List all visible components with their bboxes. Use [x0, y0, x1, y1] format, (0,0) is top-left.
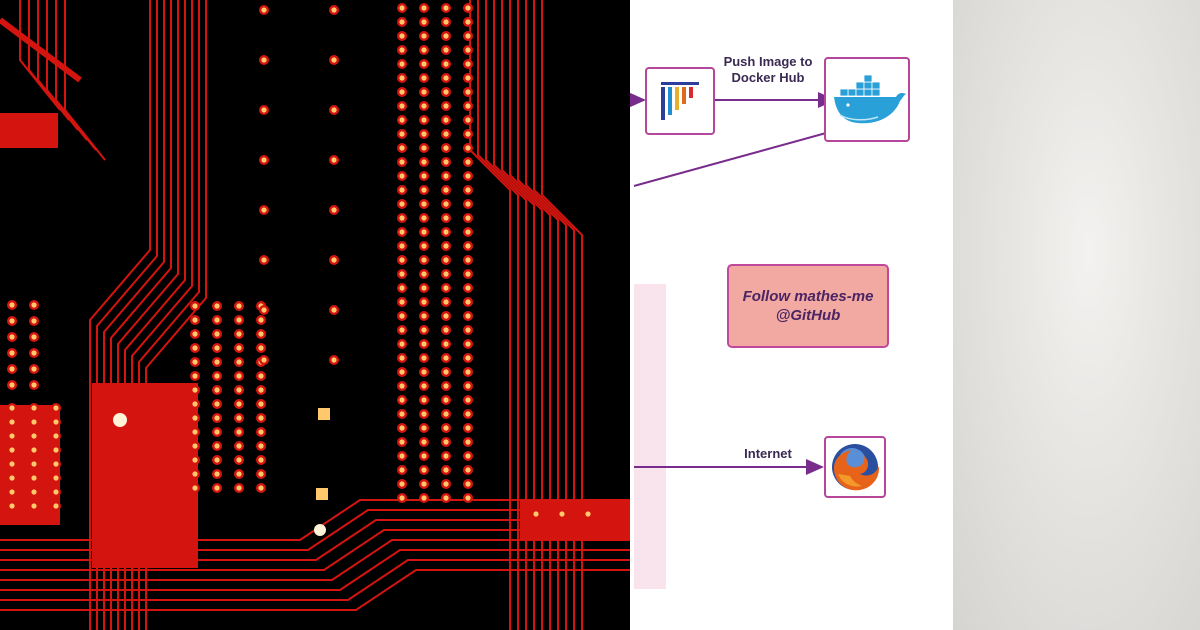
firefox-icon [832, 444, 880, 491]
docker-whale-icon [834, 74, 906, 124]
circuit-board-art [0, 0, 630, 630]
circuit-board-photo [0, 0, 630, 630]
blurred-backdrop [953, 0, 1200, 630]
dockerhub-box [824, 57, 910, 142]
side-strip [634, 284, 666, 589]
internet-label: Internet [744, 446, 792, 461]
push-image-label: Push Image to Docker Hub [723, 54, 813, 85]
follow-text: Follow mathes-me @GitHub [742, 288, 874, 324]
follow-github-note: Follow mathes-me @GitHub [727, 264, 889, 348]
architecture-diagram: Push Image to Docker Hub Follow mathes-m… [630, 0, 953, 630]
container-registry-icon [661, 82, 699, 120]
firefox-box [824, 436, 886, 498]
registry-box [645, 67, 715, 135]
